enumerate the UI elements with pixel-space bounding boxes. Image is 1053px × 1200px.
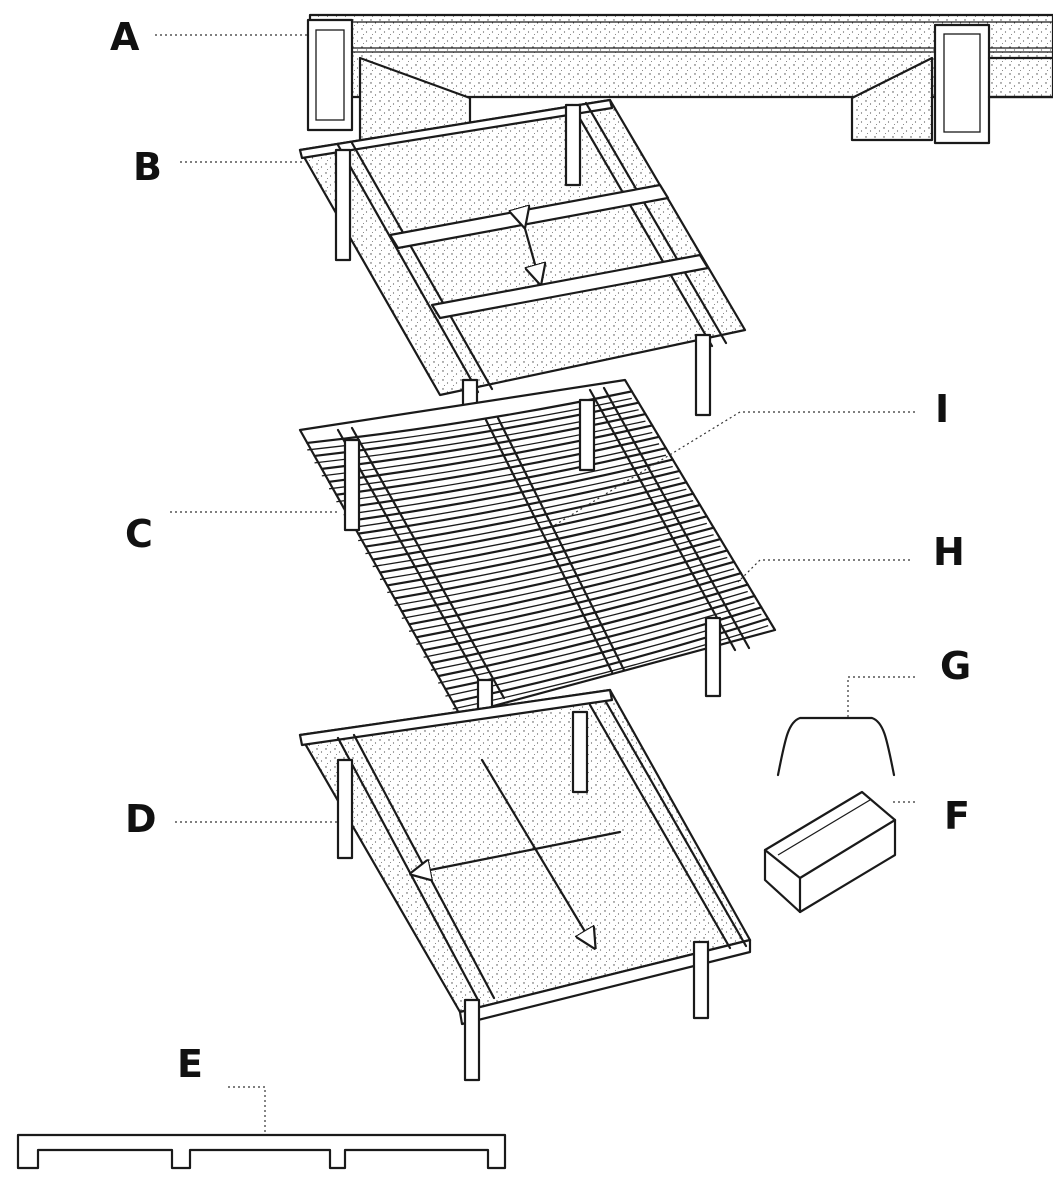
rib-c-underside [350, 465, 673, 529]
rib-c [327, 424, 654, 483]
rib-c-underside [379, 511, 701, 581]
rib-c-underside [430, 590, 748, 671]
label-f: F [944, 794, 970, 838]
rib-c-underside [358, 477, 680, 542]
slab-assembly-c [298, 378, 777, 752]
rib-c [393, 526, 715, 600]
beam-a-left [306, 18, 354, 132]
rib-c-underside [321, 420, 646, 477]
rib-c-underside [336, 443, 660, 503]
rib-c [349, 458, 674, 522]
slab-assembly-a [306, 13, 1053, 145]
rib-c [378, 503, 702, 574]
rib-c-underside [372, 500, 694, 568]
rib-c [386, 515, 708, 587]
rib-c-underside [401, 545, 721, 620]
rib-c-underside [387, 522, 707, 594]
slab-assembly-b [298, 98, 747, 460]
slab-section-e [16, 1133, 507, 1170]
rib-c-underside [423, 579, 742, 658]
rib-c [342, 447, 668, 509]
label-e: E [177, 1042, 203, 1086]
rib-c-underside [438, 602, 755, 684]
rib-c-underside [416, 568, 735, 645]
pan-form-f [763, 790, 897, 914]
rib-c-underside [394, 534, 714, 607]
rib-c [371, 492, 695, 561]
label-c: C [125, 512, 153, 556]
leader-lines [155, 34, 915, 1135]
label-b: B [133, 145, 162, 189]
rib-c [357, 469, 681, 535]
label-d: D [125, 797, 157, 841]
rib-c-underside [365, 488, 687, 555]
rib-c [320, 412, 647, 470]
beam-a-right [933, 23, 991, 145]
label-a: A [110, 15, 140, 59]
pan-profile-g [776, 716, 896, 777]
rib-c [335, 435, 661, 496]
label-i: I [935, 387, 950, 431]
rib-c-underside [408, 556, 728, 632]
rib-c-underside [343, 454, 667, 516]
rib-c-underside [329, 431, 653, 490]
rib-c [451, 617, 770, 704]
label-g: G [940, 644, 972, 688]
slab-assembly-d [298, 688, 752, 1082]
label-h: H [933, 530, 965, 574]
rib-c [364, 481, 688, 548]
